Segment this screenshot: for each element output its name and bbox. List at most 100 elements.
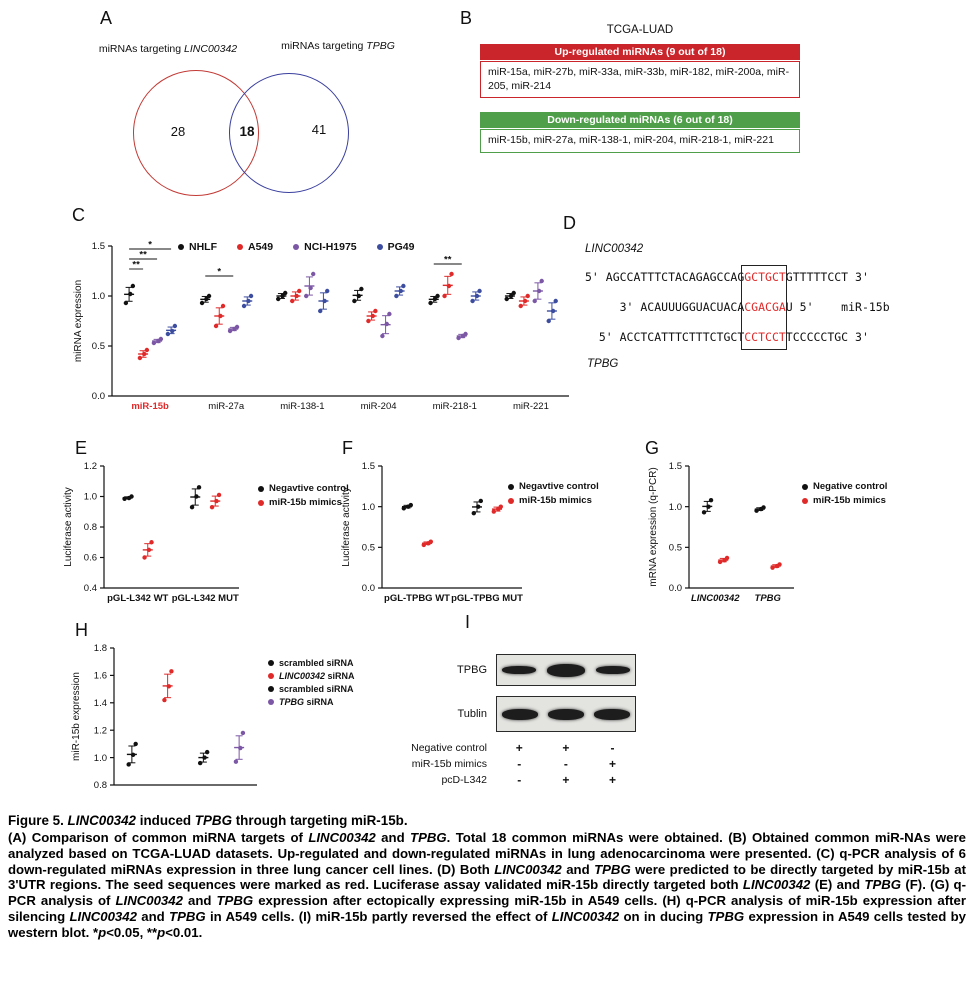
text-segment: (F). (G) q-PCR analysis of — [8, 877, 966, 909]
svg-text:miR-218-1: miR-218-1 — [433, 401, 477, 412]
legend-label: A549 — [248, 241, 273, 253]
legend-item: miR-15b mimics — [802, 495, 887, 506]
text-segment: miR-15b mimics — [813, 495, 886, 506]
panel-d-label: D — [563, 213, 576, 233]
svg-text:miR-221: miR-221 — [513, 401, 549, 412]
text-segment: expression after ectopically expressing … — [8, 893, 966, 924]
panel-i-label: I — [465, 612, 471, 632]
panel-c-label: C — [72, 205, 85, 225]
svg-text:miRNA expression: miRNA expression — [73, 280, 84, 362]
legend-label: Negavtive control — [519, 481, 599, 492]
tublin-blot-row: Tublin — [408, 696, 636, 732]
legend-label: miR-15b mimics — [813, 495, 886, 506]
svg-text:**: ** — [444, 255, 452, 266]
svg-text:miR-15b expression: miR-15b expression — [71, 672, 82, 761]
svg-text:miR-15b: miR-15b — [131, 401, 169, 412]
downregulated-header: Down-regulated miRNAs (6 out of 18) — [480, 112, 800, 128]
svg-text:1.5: 1.5 — [92, 241, 105, 252]
panel-a-label: A — [100, 8, 113, 28]
legend-marker-dot — [508, 497, 514, 504]
legend-item: miR-15b mimics — [258, 497, 349, 508]
svg-text:pGL-L342 WT: pGL-L342 WT — [107, 593, 168, 604]
svg-text:miR-204: miR-204 — [361, 401, 397, 412]
panel-h-label: H — [75, 620, 88, 640]
sirna-legend: scrambled siRNA LINC00342 siRNA scrambled … — [268, 658, 355, 707]
text-segment: PG49 — [387, 241, 415, 253]
text-segment: Negavtive control — [269, 483, 349, 494]
legend-label: Negative control — [813, 481, 887, 492]
protein-band — [502, 708, 538, 720]
legend-item: PG49 — [376, 241, 415, 253]
text-segment: induced — [136, 813, 195, 828]
upregulated-header: Up-regulated miRNAs (9 out of 18) — [480, 44, 800, 60]
panel-e-label: E — [75, 438, 88, 458]
text-segment: GCTGCT — [744, 270, 786, 284]
condition-value: + — [515, 741, 523, 755]
svg-text:0.0: 0.0 — [92, 391, 105, 402]
text-segment: were predicted to be directly targeted b… — [8, 861, 966, 893]
panel-g-label: G — [645, 438, 660, 458]
text-segment: TPBG — [864, 877, 902, 893]
svg-text:Luciferase activity: Luciferase activity — [341, 487, 352, 566]
legend-label: scrambled siRNA — [279, 684, 354, 694]
linc00342-sequence-line: 5' AGCCATTTCTACAGAGCCAGGCTGCTGTTTTTCCT 3… — [585, 262, 890, 292]
protein-band — [546, 663, 585, 677]
svg-text:0.5: 0.5 — [92, 341, 105, 352]
condition-value: + — [608, 757, 616, 771]
legend-label: NHLF — [189, 241, 217, 253]
text-segment: in A549 cells. (I) miR-15b partly revers… — [205, 908, 552, 924]
mir15b-sequence-line: 3' ACAUUUGGUACUACACGACGAU 5' miR-15b — [585, 292, 890, 322]
text-segment: miR-15b mimics — [519, 495, 592, 506]
text-segment: LINC00342 — [308, 830, 376, 845]
svg-text:**: ** — [132, 260, 140, 271]
text-segment: p — [98, 924, 107, 940]
legend-item: scrambled siRNA — [268, 658, 355, 668]
legend-label: TPBG siRNA — [279, 697, 334, 707]
legend-marker-dot — [293, 244, 300, 250]
text-segment: expression in A549 cells tested by weste… — [8, 908, 967, 940]
legend-label: PG49 — [388, 241, 415, 253]
svg-text:*: * — [217, 267, 221, 278]
legend-item: scrambled siRNA — [268, 684, 355, 694]
legend-marker-dot — [268, 660, 274, 666]
protein-band — [548, 708, 584, 720]
figure-caption-body: (A) Comparison of common miRNA targets o… — [8, 830, 966, 941]
svg-text:0.4: 0.4 — [84, 583, 97, 594]
text-segment: siRNA — [325, 671, 355, 681]
blot-label-tublin: Tublin — [457, 708, 487, 720]
legend-item: LINC00342 siRNA — [268, 671, 355, 681]
svg-text:0.8: 0.8 — [84, 522, 97, 533]
panel-b-label: B — [460, 8, 473, 28]
legend-marker-dot — [802, 497, 808, 504]
svg-text:1.5: 1.5 — [669, 461, 682, 472]
condition-row: Negative control + + - — [408, 740, 636, 756]
venn-right-title: miRNAs targeting TPBG — [272, 40, 404, 52]
legend-marker-dot — [237, 244, 243, 250]
text-segment: TPBG — [194, 813, 232, 828]
venn-left-count: 28 — [170, 124, 186, 139]
text-segment: Negavtive control — [519, 481, 599, 492]
svg-text:0.0: 0.0 — [669, 583, 682, 594]
legend-item: miR-15b mimics — [508, 495, 599, 506]
legend-item: NCI-H1975 — [293, 241, 357, 253]
protein-band — [595, 666, 630, 674]
upregulated-mirna-list: miR-15a, miR-27b, miR-33a, miR-33b, miR-… — [480, 61, 800, 98]
svg-text:1.8: 1.8 — [94, 643, 107, 654]
text-segment: TPBG — [169, 908, 206, 924]
condition-value: - — [517, 773, 522, 787]
legend-item: Negavtive control — [508, 481, 599, 492]
text-segment: 5' ACCTCATTTCTTTCTGCT — [585, 330, 745, 344]
text-segment: NHLF — [189, 241, 217, 253]
text-segment: U 5' miR-15b — [785, 300, 890, 314]
text-segment: LINC00342 — [279, 671, 326, 681]
svg-text:pGL-L342 MUT: pGL-L342 MUT — [172, 593, 239, 604]
svg-text:miR-138-1: miR-138-1 — [280, 401, 324, 412]
text-segment: NCI-H1975 — [304, 241, 357, 253]
legend-marker-dot — [268, 673, 274, 679]
tublin-blot — [496, 696, 636, 732]
sequence-alignment: LINC00342 5' AGCCATTTCTACAGAGCCAGGCTGCTG… — [585, 236, 890, 376]
